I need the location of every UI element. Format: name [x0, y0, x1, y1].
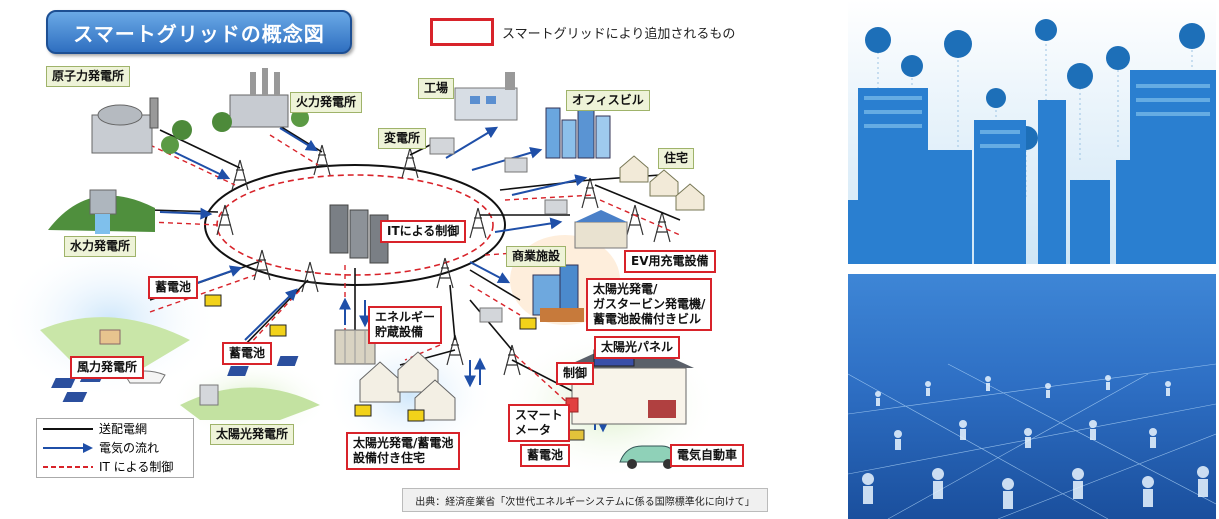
bulb-icon [1035, 19, 1057, 41]
label-energy-storage-line1: エネルギー [375, 310, 436, 324]
label-smart-meter-line1: スマート [515, 408, 563, 422]
label-solar-house-line1: 太陽光発電/蓄電池 [353, 436, 454, 450]
label-substation: 変電所 [378, 128, 427, 149]
label-office: オフィスビル [566, 90, 650, 111]
legend-row-grid: 送配電網 [37, 419, 193, 438]
nuclear-plant-icon [91, 97, 192, 154]
legend-it-label: IT による制御 [99, 460, 174, 474]
bolt-icon [986, 88, 1006, 108]
factory-icon [454, 72, 518, 121]
label-hybrid-building: 太陽光発電/ ガスタービン発電機/ 蓄電池設備付きビル [586, 278, 713, 331]
label-smart-meter-line2: メータ [515, 423, 552, 437]
label-control: 制御 [556, 362, 595, 385]
legend-flow-label: 電気の流れ [99, 441, 160, 455]
legend-row-it: IT による制御 [37, 457, 193, 476]
label-battery-home: 蓄電池 [520, 444, 571, 467]
label-factory: 工場 [418, 78, 455, 99]
blue-arrow-icon [43, 442, 93, 453]
smart-grid-diagram: スマートグリッドの概念図 スマートグリッドにより追加されるもの 原子力発電所 火… [0, 10, 768, 512]
smart-city-illustration [848, 0, 1216, 264]
label-ev: 電気自動車 [670, 444, 745, 467]
legend-grid-label: 送配電網 [99, 422, 148, 436]
line-legend: 送配電網 電気の流れ IT による制御 [36, 418, 194, 478]
label-house: 住宅 [658, 148, 695, 169]
label-solar-panel: 太陽光パネル [594, 336, 681, 359]
label-energy-storage-line2: 貯蔵設備 [375, 325, 424, 339]
label-hybrid-building-line3: 蓄電池設備付きビル [593, 312, 702, 326]
diagram-title: スマートグリッドの概念図 [46, 10, 352, 54]
people-network-photo [848, 274, 1216, 519]
dashed-line-icon [43, 465, 93, 468]
legend-added-label: スマートグリッドにより追加されるもの [502, 26, 736, 42]
label-nuclear: 原子力発電所 [46, 66, 131, 87]
houses-icon [619, 155, 705, 211]
label-smart-meter: スマート メータ [508, 404, 570, 442]
label-commercial: 商業施設 [506, 246, 567, 267]
people-network-graphic [848, 363, 1216, 519]
label-hybrid-building-line2: ガスタービン発電機/ [593, 297, 706, 311]
label-solar-house-line2: 設備付き住宅 [353, 451, 426, 465]
laptop-icon [865, 27, 891, 53]
label-solar-house: 太陽光発電/蓄電池 設備付き住宅 [346, 432, 461, 470]
label-hydro: 水力発電所 [64, 236, 137, 257]
chip-icon [944, 30, 972, 58]
smart-city-graphic [848, 19, 1216, 264]
label-battery-solar: 蓄電池 [222, 342, 273, 365]
camera-icon [901, 55, 923, 77]
substation-icon [429, 137, 568, 323]
label-battery-wind: 蓄電池 [148, 276, 199, 299]
label-ev-charging: EV用充電設備 [624, 250, 716, 273]
label-solar-plant: 太陽光発電所 [210, 424, 295, 445]
hydro-plant-icon [48, 189, 155, 234]
label-energy-storage: エネルギー 貯蔵設備 [368, 306, 443, 344]
it-server-icon [329, 204, 389, 264]
grid-illustration [0, 68, 720, 480]
commercial-facility-icon [532, 210, 628, 322]
thermal-plant-icon [212, 68, 309, 132]
red-box-swatch [430, 18, 494, 46]
label-hybrid-building-line1: 太陽光発電/ [593, 282, 658, 296]
legend-row-flow: 電気の流れ [37, 438, 193, 457]
source-citation: 出典：経済産業省「次世代エネルギーシステムに係る国際標準化に向けて」 [402, 488, 768, 512]
solid-line-icon [43, 427, 93, 430]
label-it-control: ITによる制御 [380, 220, 467, 243]
people-icon [1067, 63, 1093, 89]
legend-added-items: スマートグリッドにより追加されるもの [430, 18, 735, 46]
solar-houses-icon [227, 351, 456, 421]
battery-icons [204, 294, 537, 422]
robot-arm-icon [1179, 23, 1205, 49]
label-wind: 風力発電所 [70, 356, 145, 379]
label-thermal: 火力発電所 [290, 92, 363, 113]
cart-icon [1106, 46, 1130, 70]
